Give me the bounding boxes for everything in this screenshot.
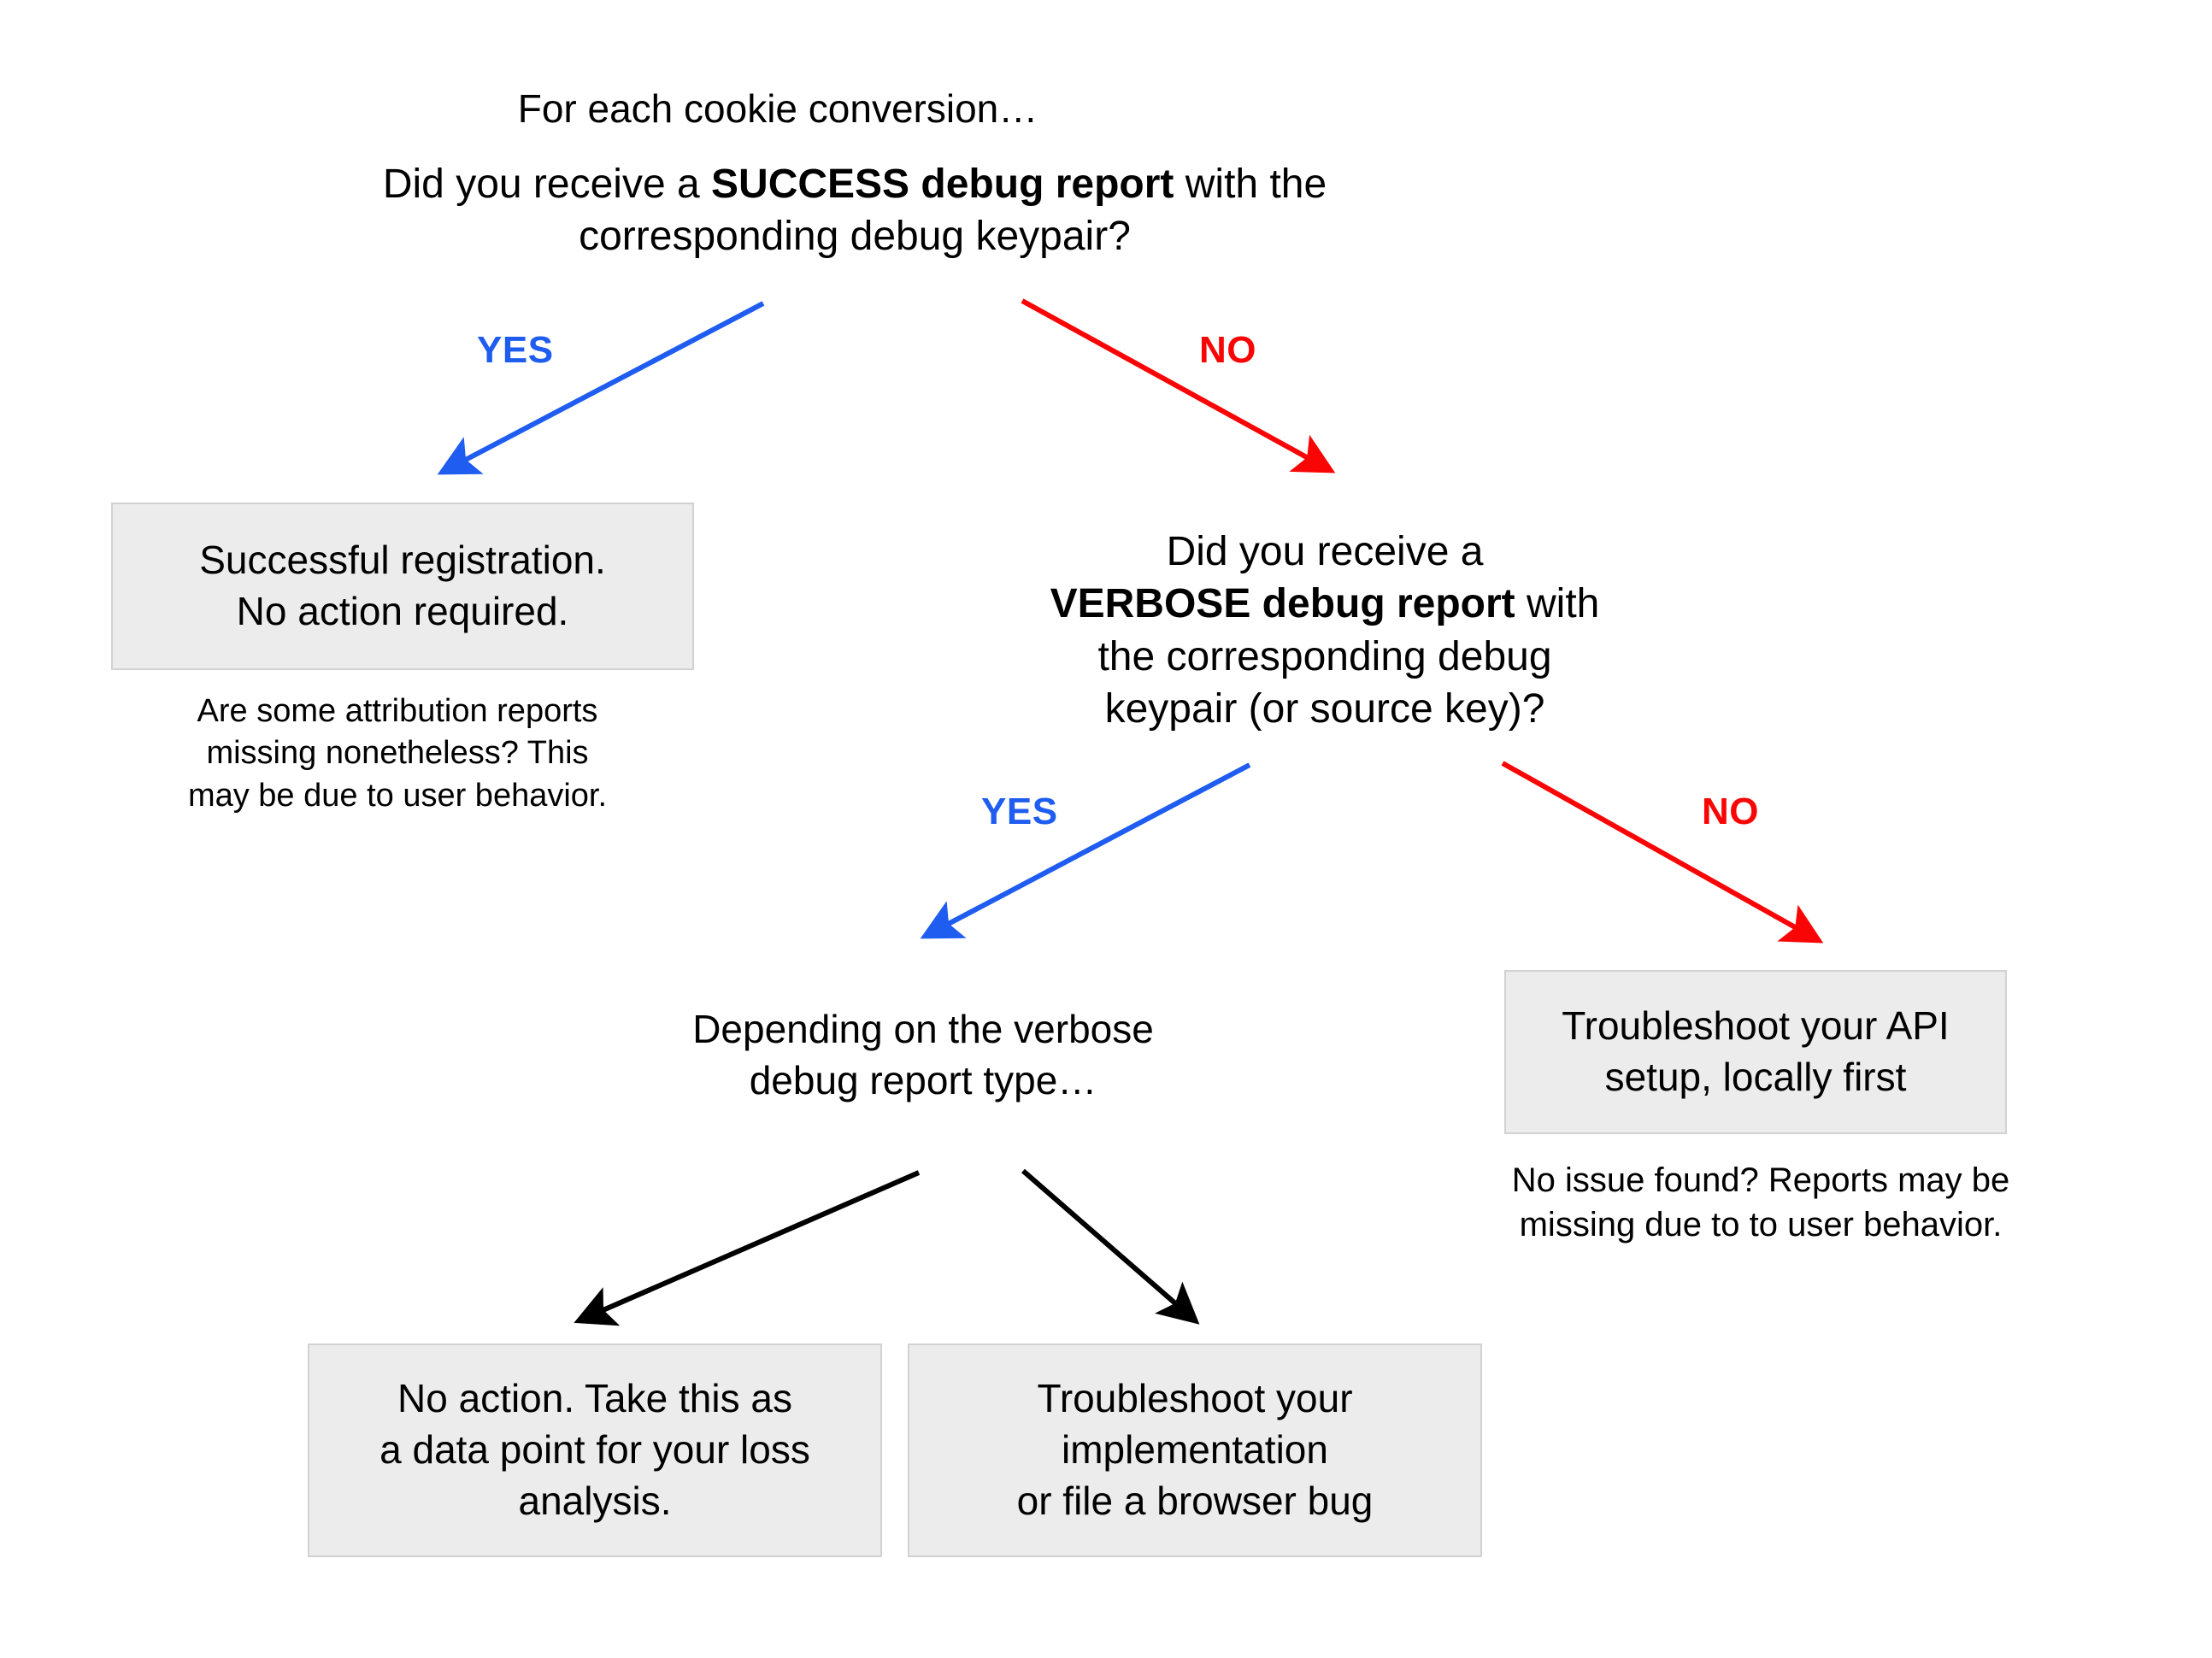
edge-label-verbose-yes: YES <box>981 791 1058 832</box>
node-successful-registration-label: Successful registration. No action requi… <box>199 538 606 633</box>
verbose-question-line1: Did you receive a <box>1166 529 1484 574</box>
root-question-bold: SUCCESS debug report <box>711 162 1174 207</box>
root-question: Did you receive a SUCCESS debug report w… <box>256 158 1453 263</box>
verbose-question-line2-post: with <box>1515 581 1600 627</box>
edge-label-root-no: NO <box>1199 329 1256 371</box>
node-troubleshoot-implementation-label: Troubleshoot your implementation or file… <box>1016 1376 1374 1523</box>
root-question-line1: Did you receive a SUCCESS debug report w… <box>256 158 1453 210</box>
edge-label-root-yes: YES <box>477 329 554 371</box>
page-title: For each cookie conversion… <box>517 86 1038 131</box>
arrow-verbose-no <box>1501 761 1824 944</box>
node-troubleshoot-api-setup-label: Troubleshoot your API setup, locally fir… <box>1562 1003 1950 1099</box>
verbose-question-line4: keypair (or source key)? <box>1104 686 1545 732</box>
verbose-question-line2: VERBOSE debug report with <box>983 578 1667 630</box>
edge-label-verbose-no: NO <box>1702 791 1759 832</box>
node-troubleshoot-implementation[interactable]: Troubleshoot your implementation or file… <box>908 1343 1482 1557</box>
root-question-line1-post: with the <box>1174 162 1327 207</box>
verbose-question: Did you receive a VERBOSE debug report w… <box>983 526 1667 736</box>
caption-no-issue-found: No issue found? Reports may be missing d… <box>1511 1161 2010 1244</box>
node-successful-registration[interactable]: Successful registration. No action requi… <box>111 503 694 670</box>
caption-attribution-reports: Are some attribution reports missing non… <box>187 693 608 814</box>
arrow-verbose-yes <box>920 762 1251 939</box>
arrow-depending-left <box>574 1170 921 1326</box>
node-no-action-data-point-label: No action. Take this as a data point for… <box>379 1376 810 1523</box>
verbose-question-bold: VERBOSE debug report <box>1050 581 1515 627</box>
verbose-question-line3: the corresponding debug <box>1097 633 1552 679</box>
root-question-line1-pre: Did you receive a <box>382 162 712 207</box>
root-question-line2: corresponding debug keypair? <box>579 214 1131 260</box>
node-troubleshoot-api-setup[interactable]: Troubleshoot your API setup, locally fir… <box>1504 970 2007 1134</box>
depending-on-type-text: Depending on the verbose debug report ty… <box>692 1007 1154 1102</box>
node-no-action-data-point[interactable]: No action. Take this as a data point for… <box>308 1343 882 1557</box>
arrow-depending-right <box>1021 1168 1200 1325</box>
arrow-root-no <box>1021 298 1336 473</box>
